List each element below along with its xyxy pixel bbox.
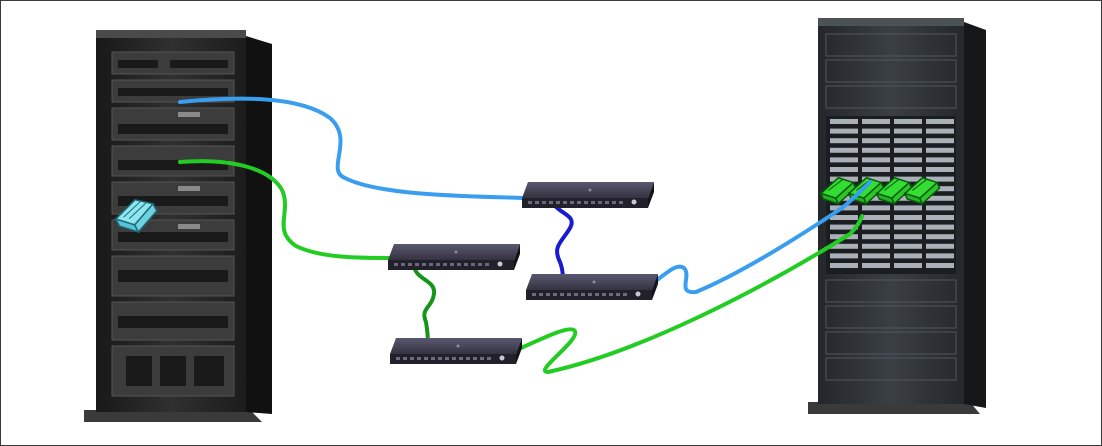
disk-drive xyxy=(926,243,954,249)
disk-drive xyxy=(862,119,890,124)
disk-drive xyxy=(894,119,922,124)
disk-drive xyxy=(926,263,954,268)
disk-drive xyxy=(926,215,954,220)
disk-drive xyxy=(830,253,858,259)
disk-drive xyxy=(830,263,858,268)
disk-drive xyxy=(926,253,954,259)
disk-drive xyxy=(862,147,890,153)
disk-drive xyxy=(894,147,922,153)
disk-drive xyxy=(862,167,890,172)
cable-server-to-switch-1 xyxy=(178,96,524,200)
disk-drive xyxy=(862,157,890,163)
disk-drive xyxy=(894,234,922,240)
disk-drive xyxy=(830,167,858,172)
disk-drive xyxy=(926,157,954,163)
disk-drive xyxy=(894,224,922,230)
disk-drive xyxy=(926,138,954,144)
disk-drive xyxy=(894,138,922,144)
disk-drive xyxy=(830,138,858,144)
disk-drive xyxy=(862,138,890,144)
disk-drive xyxy=(862,205,890,211)
cable-switch-4-to-storage xyxy=(510,214,864,374)
disk-drive xyxy=(894,253,922,259)
disk-drive xyxy=(894,176,922,182)
disk-drive xyxy=(830,157,858,163)
disk-drive xyxy=(862,176,890,182)
cable-switch-3-to-storage xyxy=(644,180,872,295)
disk-drive xyxy=(926,224,954,230)
disk-drive xyxy=(830,119,858,124)
fibre-channel-switch-icon xyxy=(388,244,520,270)
disk-drive xyxy=(862,263,890,268)
disk-drive xyxy=(894,157,922,163)
disk-drive xyxy=(862,128,890,134)
disk-drive xyxy=(862,224,890,230)
storage-host-adapter-icon xyxy=(875,176,913,206)
disk-drive xyxy=(830,147,858,153)
disk-drive xyxy=(894,205,922,211)
disk-drive xyxy=(830,215,858,220)
disk-drive xyxy=(894,243,922,249)
disk-drive xyxy=(926,119,954,124)
disk-drive xyxy=(926,205,954,211)
fibre-channel-switch-icon xyxy=(522,182,654,208)
disk-drive xyxy=(862,243,890,249)
disk-drive xyxy=(926,176,954,182)
fibre-channel-switch-icon xyxy=(390,338,522,364)
fibre-channel-switch-icon xyxy=(526,274,658,300)
disk-drive xyxy=(926,128,954,134)
disk-drive xyxy=(926,167,954,172)
disk-drive xyxy=(862,215,890,220)
disk-drive xyxy=(926,147,954,153)
disk-drive xyxy=(894,215,922,220)
disk-drive xyxy=(894,128,922,134)
disk-drive xyxy=(862,253,890,259)
storage-host-adapter-icon xyxy=(903,176,941,206)
disk-drive xyxy=(862,234,890,240)
cable-switch-2-to-switch-4 xyxy=(412,264,437,348)
disk-drive xyxy=(830,224,858,230)
storage-system xyxy=(808,18,986,414)
disk-drive xyxy=(926,195,954,201)
disk-drive xyxy=(926,186,954,192)
host-bus-adapter-icon xyxy=(114,198,158,234)
cable-server-to-switch-2 xyxy=(178,159,392,260)
disk-drive xyxy=(830,128,858,134)
disk-drive xyxy=(830,243,858,249)
disk-drive xyxy=(862,195,890,201)
disk-drive xyxy=(926,234,954,240)
server-rack xyxy=(84,30,272,422)
disk-drive xyxy=(894,167,922,172)
disk-drive xyxy=(894,263,922,268)
